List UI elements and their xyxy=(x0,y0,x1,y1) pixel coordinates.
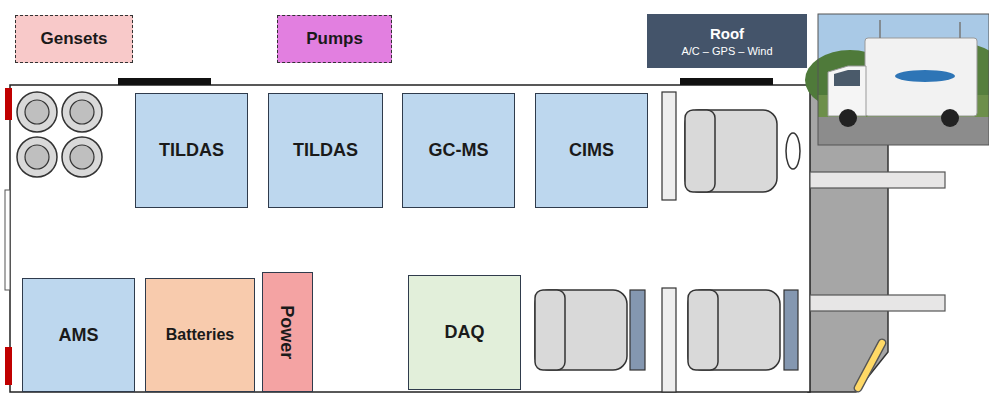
genset-box: Gensets xyxy=(15,15,133,63)
gas-cylinder-cap xyxy=(70,100,94,124)
photo-truck-cab xyxy=(828,66,866,116)
box-label: GC-MS xyxy=(429,140,489,161)
seat xyxy=(535,290,627,370)
photo-sky xyxy=(818,14,989,145)
roof-box: RoofA/C – GPS – Wind xyxy=(647,14,807,68)
photo-wheel xyxy=(941,109,959,127)
seat xyxy=(685,110,777,192)
box-label: Batteries xyxy=(166,326,234,344)
power-box: Power xyxy=(262,272,313,392)
partition xyxy=(662,288,676,392)
box-label: Power xyxy=(277,305,298,359)
box-label: DAQ xyxy=(445,322,485,343)
photo-truck-box xyxy=(865,38,977,116)
side-mirror xyxy=(810,172,945,188)
seat-back xyxy=(688,290,718,370)
seat-console xyxy=(784,290,798,370)
rear-door xyxy=(5,190,10,290)
steering-wheel xyxy=(786,133,800,169)
box-label: CIMS xyxy=(569,140,614,161)
instrument-box: CIMS xyxy=(535,93,648,208)
photo-mast xyxy=(879,20,881,38)
battery-box: Batteries xyxy=(145,278,255,392)
instrument-box: AMS xyxy=(22,278,135,392)
box-label: Roof xyxy=(710,25,744,42)
gas-cylinder-cap xyxy=(70,145,94,169)
photo-mast xyxy=(959,22,961,38)
seat xyxy=(688,290,780,370)
gas-cylinder xyxy=(62,137,102,177)
gas-cylinder xyxy=(17,137,57,177)
instrument-box: TILDAS xyxy=(268,93,383,208)
rear-light xyxy=(5,347,12,385)
side-mirror xyxy=(810,295,945,311)
box-label: Gensets xyxy=(40,29,107,49)
rear-light xyxy=(5,88,12,120)
vehicle-body xyxy=(10,85,810,392)
gas-cylinder xyxy=(62,92,102,132)
roof-hatch xyxy=(118,78,211,85)
box-sublabel: A/C – GPS – Wind xyxy=(681,45,772,58)
gas-cylinder-cap xyxy=(25,145,49,169)
instrument-box: TILDAS xyxy=(135,93,248,208)
photo-wheel xyxy=(839,109,857,127)
door-marker-outline xyxy=(858,343,882,388)
roof-hatch xyxy=(680,78,773,85)
photo-windshield xyxy=(834,70,860,86)
seat-back xyxy=(685,110,715,192)
truck-photo xyxy=(805,14,989,145)
box-label: Pumps xyxy=(306,29,363,49)
daq-box: DAQ xyxy=(408,275,521,390)
box-label: TILDAS xyxy=(293,140,358,161)
pump-box: Pumps xyxy=(277,15,392,63)
gas-cylinder xyxy=(17,92,57,132)
seat-console xyxy=(630,290,645,370)
seat-back xyxy=(535,290,565,370)
partition xyxy=(662,92,676,200)
gas-cylinder-cap xyxy=(25,100,49,124)
door-marker xyxy=(858,343,882,388)
box-label: AMS xyxy=(59,325,99,346)
box-label: TILDAS xyxy=(159,140,224,161)
instrument-box: GC-MS xyxy=(402,93,515,208)
photo-frame xyxy=(818,14,989,145)
photo-logo xyxy=(895,70,955,82)
